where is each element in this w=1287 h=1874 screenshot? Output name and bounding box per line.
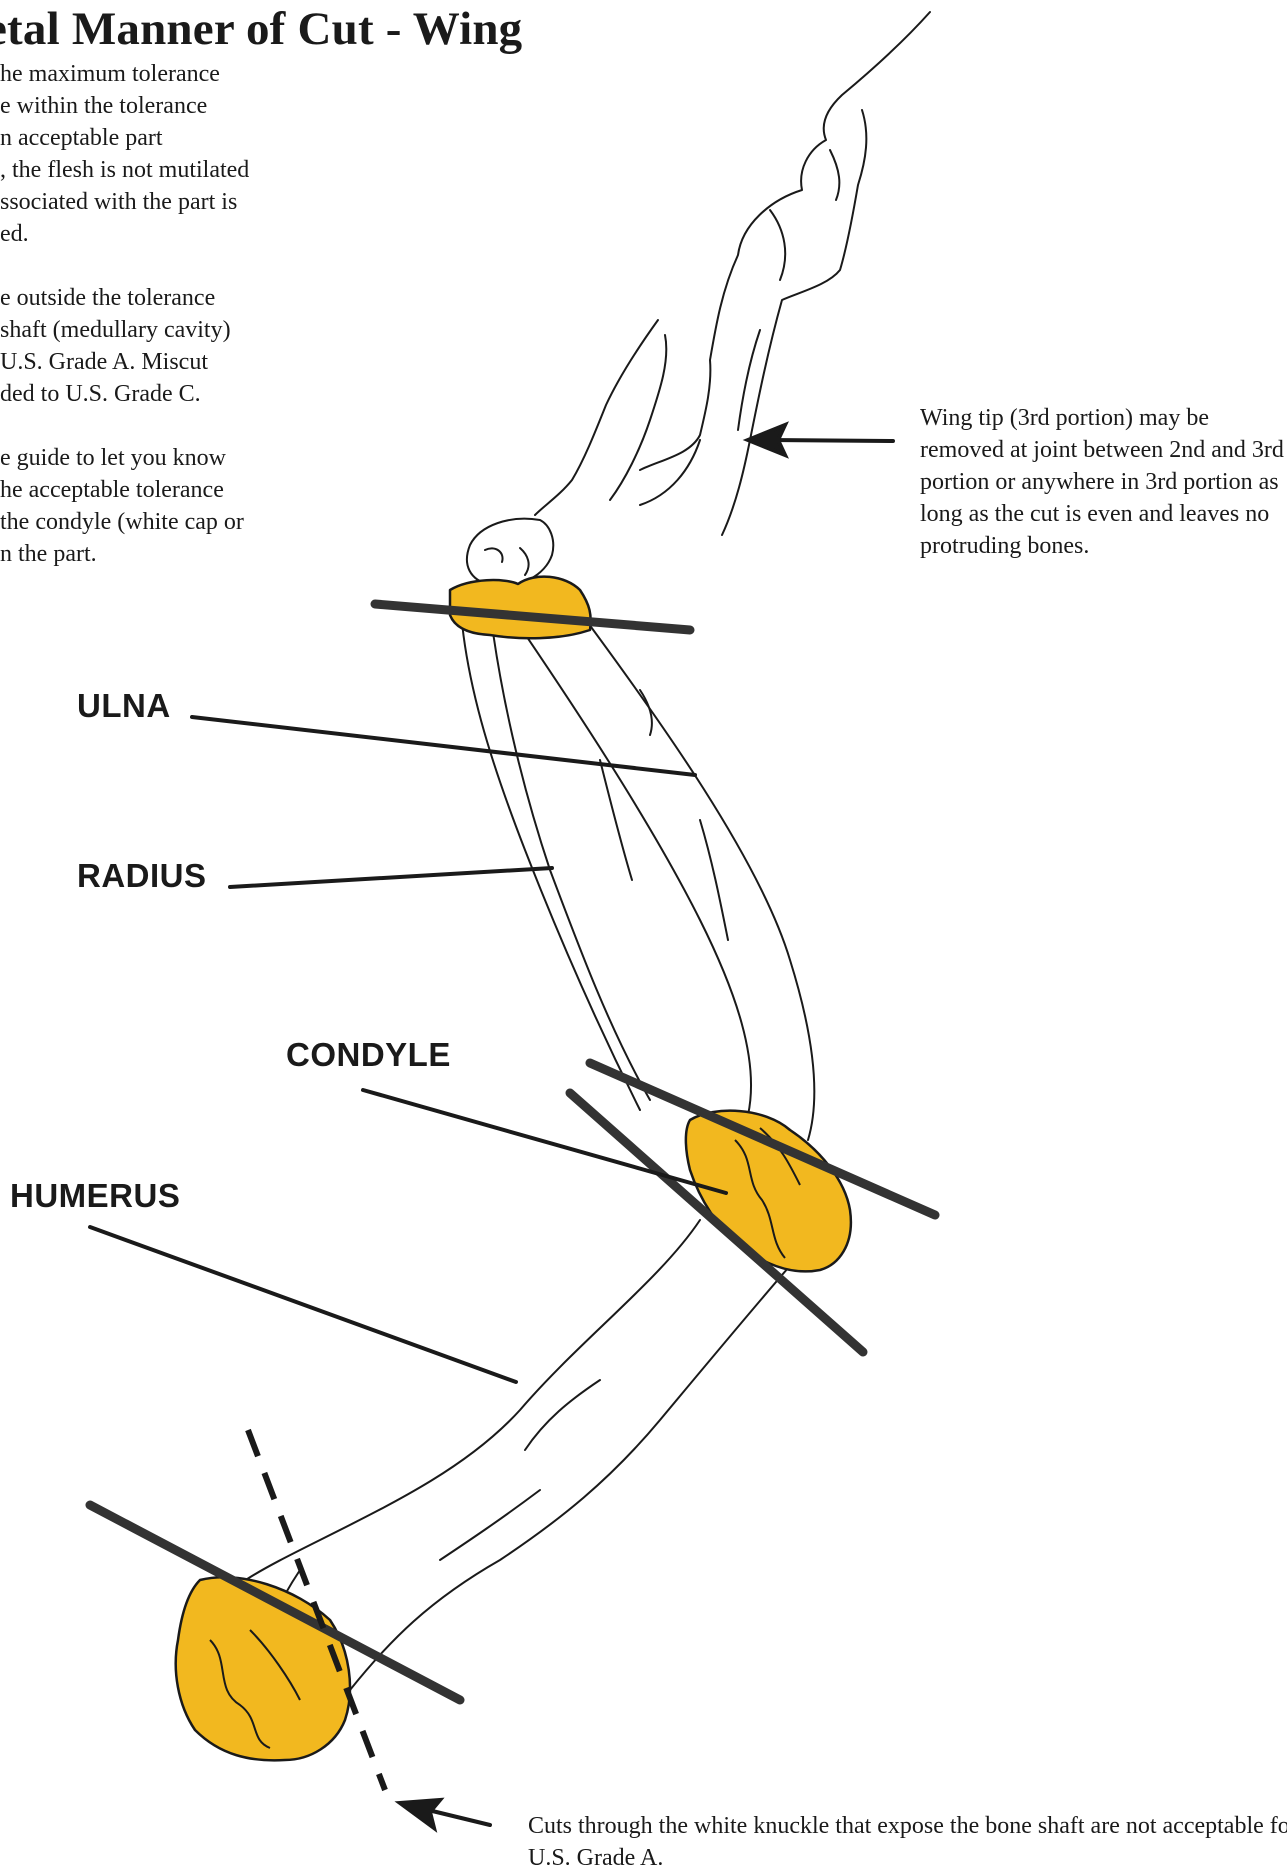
- knuckle-note: Cuts through the white knuckle that expo…: [528, 1810, 1287, 1874]
- radius-outline: [460, 600, 640, 1110]
- ulna-outline: [510, 612, 751, 1115]
- wing-tip-arrow-head: [748, 425, 785, 455]
- wing-tip-detail: [640, 150, 839, 505]
- joint-bone-detail: [485, 548, 529, 575]
- wing-tip-arrow-shaft: [770, 440, 893, 441]
- ulna-label: ULNA: [77, 688, 171, 724]
- radius-leader-line: [230, 868, 552, 887]
- radius-outline: [490, 610, 650, 1100]
- humerus-outline: [350, 1260, 795, 1690]
- condyle-label: CONDYLE: [286, 1037, 451, 1073]
- condyle-leader-line: [363, 1090, 726, 1193]
- wing-tip-note: Wing tip (3rd portion) may be removed at…: [920, 402, 1287, 562]
- wing-tip-outline: [722, 110, 866, 535]
- knuckle-arrow-head: [400, 1800, 440, 1828]
- shoulder-knuckle-cartilage: [176, 1577, 350, 1760]
- humerus-leader-line: [90, 1227, 516, 1382]
- radius-label: RADIUS: [77, 858, 207, 894]
- humerus-outline: [205, 1220, 700, 1620]
- ulna-leader-line: [192, 717, 695, 775]
- humerus-label: HUMERUS: [10, 1178, 180, 1214]
- digit-outline: [535, 320, 666, 515]
